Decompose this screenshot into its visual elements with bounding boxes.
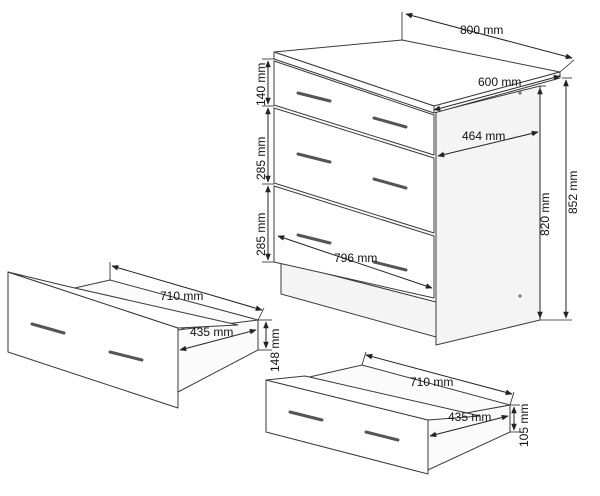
handle-icon bbox=[364, 430, 400, 442]
label-small-drawer-height: 105 mm bbox=[517, 404, 531, 447]
dim-line-600 bbox=[433, 74, 561, 112]
dim-line-large-435 bbox=[179, 328, 257, 352]
label-inner-depth: 464 mm bbox=[462, 129, 505, 143]
handle-icon bbox=[296, 91, 332, 103]
middle-drawer-front bbox=[273, 107, 435, 234]
label-middle-drawer-height: 285 mm bbox=[254, 137, 268, 180]
label-large-drawer-width: 435 mm bbox=[190, 325, 233, 339]
label-front-width: 796 mm bbox=[334, 251, 377, 265]
handle-icon bbox=[372, 177, 408, 190]
dim-line-796 bbox=[277, 235, 433, 289]
label-total-height: 852 mm bbox=[566, 171, 580, 214]
label-cabinet-depth: 600 mm bbox=[478, 75, 521, 89]
label-inner-height: 820 mm bbox=[538, 193, 552, 236]
label-top-drawer-height: 140 mm bbox=[254, 63, 268, 106]
handle-icon bbox=[296, 152, 332, 164]
handle-icon bbox=[30, 322, 66, 335]
label-large-drawer-height: 148 mm bbox=[268, 329, 282, 372]
handle-icon bbox=[108, 350, 144, 362]
label-bottom-drawer-height: 285 mm bbox=[254, 213, 268, 256]
handle-icon bbox=[372, 116, 408, 129]
label-large-drawer-length: 710 mm bbox=[160, 289, 203, 303]
large-drawer bbox=[7, 271, 259, 409]
label-small-drawer-length: 710 mm bbox=[410, 375, 453, 389]
dim-line-464 bbox=[437, 130, 539, 158]
label-small-drawer-width: 435 mm bbox=[448, 410, 491, 424]
dim-line-large-710 bbox=[111, 265, 263, 311]
dimension-lines bbox=[109, 12, 575, 438]
label-cabinet-width: 800 mm bbox=[460, 23, 503, 37]
dim-line-small-435 bbox=[429, 414, 509, 438]
cabinet-side-panel bbox=[435, 85, 541, 346]
dimension-labels: 800 mm 600 mm 464 mm 820 mm 852 mm 140 m… bbox=[160, 23, 580, 447]
dim-line-800 bbox=[405, 12, 573, 60]
dim-line-small-710 bbox=[365, 353, 513, 396]
hinge-dot bbox=[518, 91, 522, 95]
top-drawer-front bbox=[273, 60, 435, 156]
handle-icon bbox=[288, 410, 324, 422]
hinge-dot bbox=[518, 294, 522, 298]
